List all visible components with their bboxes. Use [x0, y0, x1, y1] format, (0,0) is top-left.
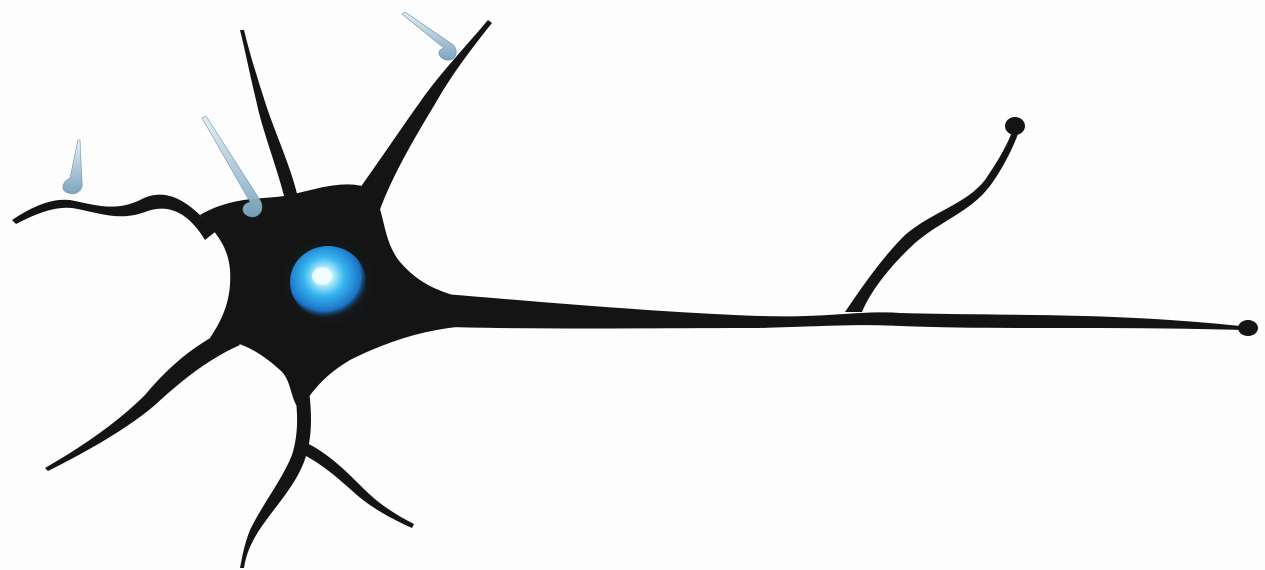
dendrite-lower-middle	[240, 370, 311, 568]
axon-terminal-top	[1005, 117, 1025, 135]
dendrite-upper-right	[355, 20, 492, 215]
synapse-terminal-3	[402, 12, 456, 60]
nucleolus	[312, 267, 332, 285]
synapse-terminal-1	[63, 140, 82, 194]
dendrite-left	[12, 195, 215, 240]
axon-branch	[845, 132, 1018, 312]
dendrite-upper-left	[240, 30, 298, 200]
axon	[420, 292, 1242, 330]
dendrite-lower-left	[45, 330, 240, 471]
axon-terminal-right	[1238, 320, 1258, 336]
synapse-terminal-2	[202, 116, 262, 217]
dendrite-lower-right	[298, 440, 414, 528]
